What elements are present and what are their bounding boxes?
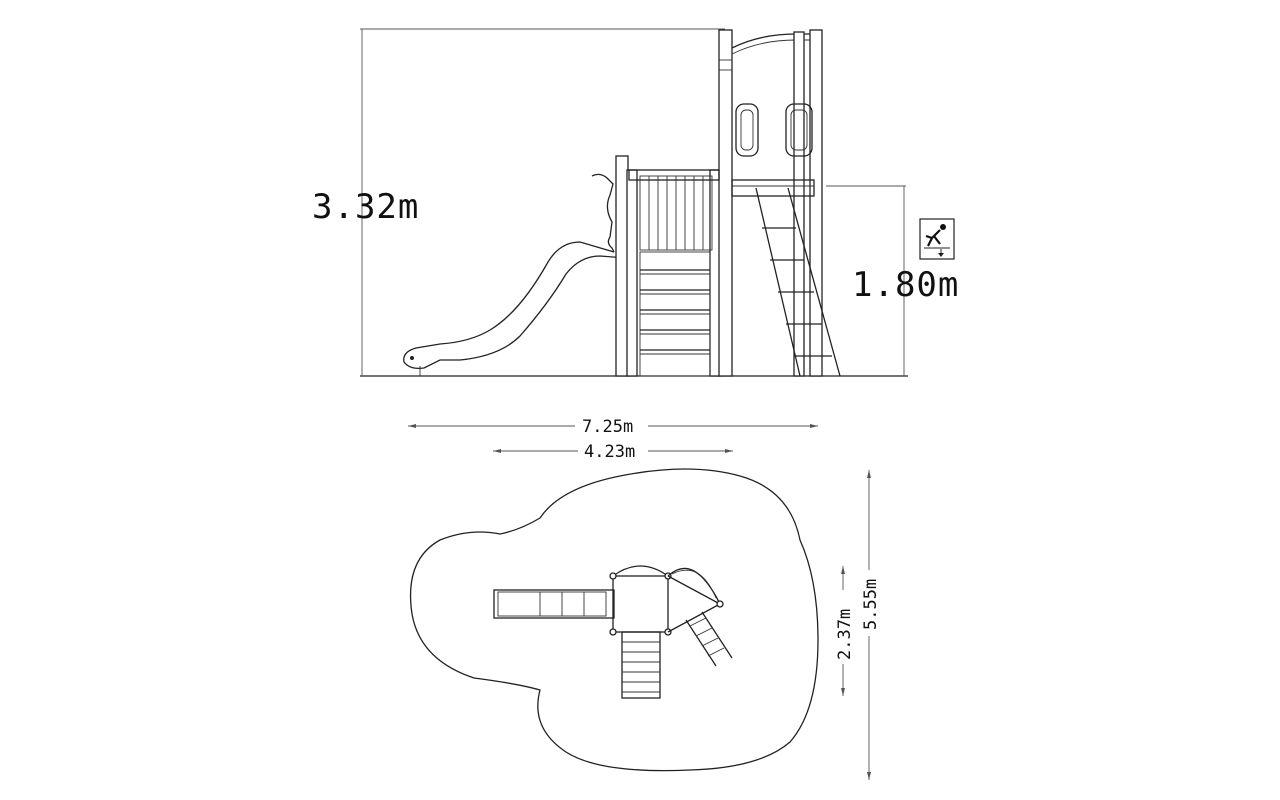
- roof-panel: [628, 169, 720, 181]
- rope-ladder-plan: [685, 611, 733, 667]
- equipment-width-label: 2.37m: [835, 609, 855, 660]
- total-height-label: 3.32m: [312, 187, 419, 227]
- horizontal-dimensions: 7.25m 4.23m: [408, 417, 818, 462]
- overall-width-label: 5.55m: [861, 579, 881, 630]
- stairs-plan: [621, 631, 661, 699]
- tower-plan: [609, 565, 672, 636]
- elevation-view: 3.32m 1.80m: [312, 28, 959, 377]
- rope-ladder: [755, 187, 841, 377]
- slide-plan: [493, 589, 615, 619]
- tower-post-right: [718, 29, 733, 377]
- stairs: [639, 251, 711, 377]
- wall-panel: [639, 175, 713, 251]
- slide: [403, 173, 627, 376]
- triangle-deck-plan: [667, 567, 724, 633]
- platform-height-label: 1.80m: [852, 265, 959, 305]
- fall-height-icon: [919, 218, 955, 260]
- platform-deck: [731, 179, 815, 197]
- tower-post-left-inner: [626, 169, 638, 377]
- tower-post-left: [615, 155, 629, 377]
- overall-length-label: 7.25m: [582, 417, 633, 437]
- safety-zone-outline: [409, 468, 819, 772]
- plan-view: [409, 468, 819, 772]
- vertical-dimensions: 2.37m 5.55m: [835, 470, 881, 780]
- equipment-length-label: 4.23m: [584, 442, 635, 462]
- upper-tower: [731, 29, 823, 377]
